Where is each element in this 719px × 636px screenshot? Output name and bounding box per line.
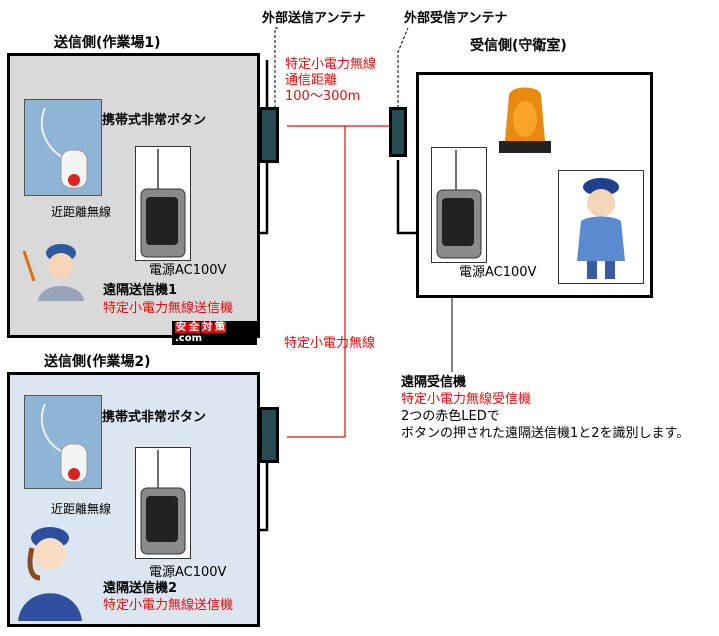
logo-char: 対 <box>201 322 213 333</box>
radio-label-line3: 100～300m <box>285 89 361 104</box>
receiver-power-label: 電源AC100V <box>459 265 537 280</box>
sender1-device-type: 特定小電力無線送信機 <box>103 301 234 316</box>
logo-suffix: .com <box>175 333 203 344</box>
receiver-desc-line1: 2つの赤色LEDで <box>401 409 500 424</box>
transmitter2-image <box>135 447 191 559</box>
sender2-short-range-label: 近距離無線 <box>51 502 112 516</box>
sender2-power-label: 電源AC100V <box>149 565 227 580</box>
receiver-title: 受信側(守衛室) <box>470 38 567 54</box>
sender1-title: 送信側(作業場1) <box>54 35 161 51</box>
tx-antenna-2 <box>259 407 279 463</box>
worker2-image <box>12 518 90 621</box>
logo-char: 安 <box>175 322 187 333</box>
rx-antenna <box>389 107 407 157</box>
guard-image <box>558 170 644 284</box>
transmitter1-image <box>135 146 191 261</box>
receiver-unit-image <box>431 147 487 263</box>
radio-mid-label: 特定小電力無線 <box>284 336 376 351</box>
radio-link-lines <box>287 125 394 438</box>
receiver-device-name: 遠隔受信機 <box>401 375 467 390</box>
receiver-desc-line2: ボタンの押された遠隔送信機1と2を識別します。 <box>401 426 690 441</box>
sender2-device-type: 特定小電力無線送信機 <box>103 598 234 613</box>
sender1-button-label: 携帯式非常ボタン <box>102 113 207 128</box>
sender1-short-range-label: 近距離無線 <box>51 205 112 219</box>
receiver-panel: 電源AC100V <box>416 72 653 298</box>
tx-antenna-1 <box>259 107 279 163</box>
radio-label-line1: 特定小電力無線 <box>285 57 377 72</box>
sender2-title: 送信側(作業場2) <box>44 354 151 370</box>
emergency-button-image <box>24 99 102 196</box>
rx-antenna-label: 外部受信アンテナ <box>404 11 508 26</box>
emergency-button-image <box>24 395 102 489</box>
worker1-image <box>16 231 88 301</box>
logo-char: 全 <box>188 322 200 333</box>
sender2-device-name: 遠隔送信機2 <box>103 581 178 596</box>
radio-label-line2: 通信距離 <box>285 73 338 88</box>
receiver-device-type: 特定小電力無線受信機 <box>401 392 532 407</box>
logo-char: 策 <box>214 322 226 333</box>
antenna-leader-lines <box>274 27 409 108</box>
sender2-panel: 携帯式非常ボタン 近距離無線 電源AC100V 遠隔送信機2 特定小電力無線送信… <box>7 372 260 627</box>
sender2-button-label: 携帯式非常ボタン <box>102 410 207 425</box>
tx-antenna-label: 外部送信アンテナ <box>262 11 366 26</box>
sender1-power-label: 電源AC100V <box>149 263 227 278</box>
sender1-device-name: 遠隔送信機1 <box>103 283 178 298</box>
safety-logo: 安全対策 .com <box>172 321 257 345</box>
warning-light-image <box>495 83 555 161</box>
sender1-panel: 携帯式非常ボタン 近距離無線 電源AC100V 遠隔送信機1 特定小電力無線送信… <box>7 53 260 345</box>
